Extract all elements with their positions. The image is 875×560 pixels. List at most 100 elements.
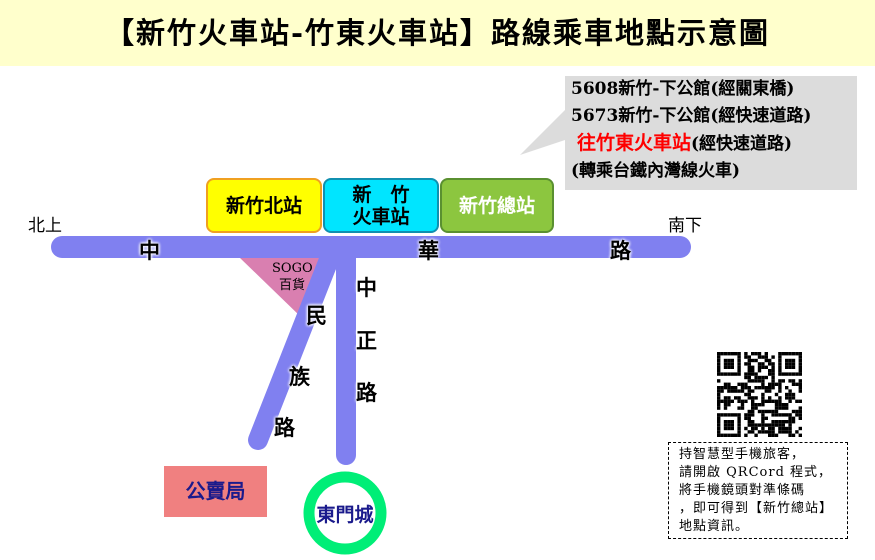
qr-module — [717, 386, 721, 390]
direction-north: 北上 — [28, 216, 62, 236]
qr-module — [751, 358, 755, 363]
qr-module — [744, 362, 748, 366]
qr-module — [717, 389, 721, 393]
qr-module — [771, 409, 775, 414]
qr-module — [798, 406, 802, 410]
qr-module — [717, 372, 721, 376]
qr-module — [764, 430, 768, 434]
qr-module — [744, 426, 748, 431]
qr-instructions: 持智慧型手機旅客， 請開啟 QRCord 程式， 將手機鏡頭對準條碼 ，即可得到… — [668, 442, 848, 539]
qr-module — [717, 433, 721, 437]
qr-module — [761, 365, 765, 369]
qr-module — [723, 403, 728, 407]
qr-module — [781, 379, 785, 383]
qr-module — [737, 389, 741, 393]
gate-circle — [303, 471, 387, 555]
road-label-minzu-2: 族 — [289, 364, 310, 389]
qr-module — [717, 365, 721, 369]
qr-module — [771, 379, 775, 383]
qr-module — [798, 413, 802, 417]
qr-module — [723, 423, 728, 427]
qr-module — [798, 382, 802, 386]
qr-module — [774, 382, 779, 386]
qr-module — [747, 355, 751, 359]
road-label-minzu-3: 路 — [274, 415, 295, 440]
sogo-type: 百貨 — [278, 278, 305, 293]
qr-module — [730, 399, 734, 403]
qr-module — [785, 352, 789, 356]
qr-module — [720, 399, 724, 403]
minzu-road — [248, 242, 342, 450]
qr-module — [778, 369, 782, 373]
qr-module — [795, 430, 799, 434]
qr-module — [788, 396, 792, 400]
qr-module — [717, 406, 721, 410]
qr-module — [727, 433, 731, 437]
qr-module — [734, 389, 738, 393]
qr-module — [727, 423, 731, 427]
qr-module — [751, 396, 755, 400]
qr-module — [774, 406, 779, 410]
qr-module — [751, 389, 755, 393]
qr-module — [730, 365, 734, 369]
qr-module — [754, 433, 758, 437]
qr-module — [771, 399, 775, 403]
qr-module — [720, 413, 724, 417]
qr-module — [781, 352, 785, 356]
qr-module — [723, 406, 728, 410]
qr-module — [781, 406, 785, 410]
qr-module — [788, 392, 792, 397]
qr-module — [785, 430, 789, 434]
qr-module — [754, 379, 758, 383]
qr-module — [764, 386, 768, 390]
direction-south: 南下 — [668, 216, 702, 236]
qr-module — [798, 369, 802, 373]
qr-module — [754, 375, 758, 380]
sogo-label: SOGO 百貨 — [272, 260, 313, 294]
qr-module — [791, 372, 796, 376]
qr-module — [757, 430, 762, 434]
qr-module — [778, 382, 782, 386]
qr-module — [774, 420, 779, 424]
qr-module — [771, 420, 775, 424]
station-hsinchu-north[interactable]: 新竹北站 — [206, 178, 322, 233]
qr-module — [768, 409, 772, 414]
qr-module — [791, 379, 796, 383]
qr-module — [727, 372, 731, 376]
station-hsinchu-main[interactable]: 新竹總站 — [440, 178, 554, 233]
qr-module — [768, 389, 772, 393]
qr-module — [778, 430, 782, 434]
road-label-zhongzheng-1: 中 — [356, 275, 377, 300]
qr-module — [778, 420, 782, 424]
qr-module — [785, 420, 789, 424]
qr-module — [720, 433, 724, 437]
qr-module — [744, 375, 748, 380]
qr-module — [730, 413, 734, 417]
qr-module — [771, 372, 775, 376]
qr-module — [754, 386, 758, 390]
qr-module — [751, 409, 755, 414]
qr-module — [771, 369, 775, 373]
qr-module — [774, 423, 779, 427]
qr-module — [798, 426, 802, 431]
qr-module — [747, 375, 751, 380]
qr-module — [774, 433, 779, 437]
qr-module — [761, 416, 765, 420]
qr-module — [727, 386, 731, 390]
train-station-line2: 火車站 — [352, 205, 410, 228]
qr-module — [788, 399, 792, 403]
qr-module — [798, 372, 802, 376]
qr-module — [791, 382, 796, 386]
qr-module — [788, 413, 792, 417]
qr-module — [754, 352, 758, 356]
qr-module — [771, 430, 775, 434]
qr-module — [771, 355, 775, 359]
qr-module — [795, 352, 799, 356]
station-hsinchu-train[interactable]: 新 竹 火車站 — [323, 178, 439, 233]
qr-module — [771, 362, 775, 366]
landmark-post: 公賣局 — [164, 466, 267, 517]
qr-module — [740, 399, 745, 403]
qr-module — [734, 413, 738, 417]
qr-module — [720, 372, 724, 376]
qr-module — [764, 365, 768, 369]
